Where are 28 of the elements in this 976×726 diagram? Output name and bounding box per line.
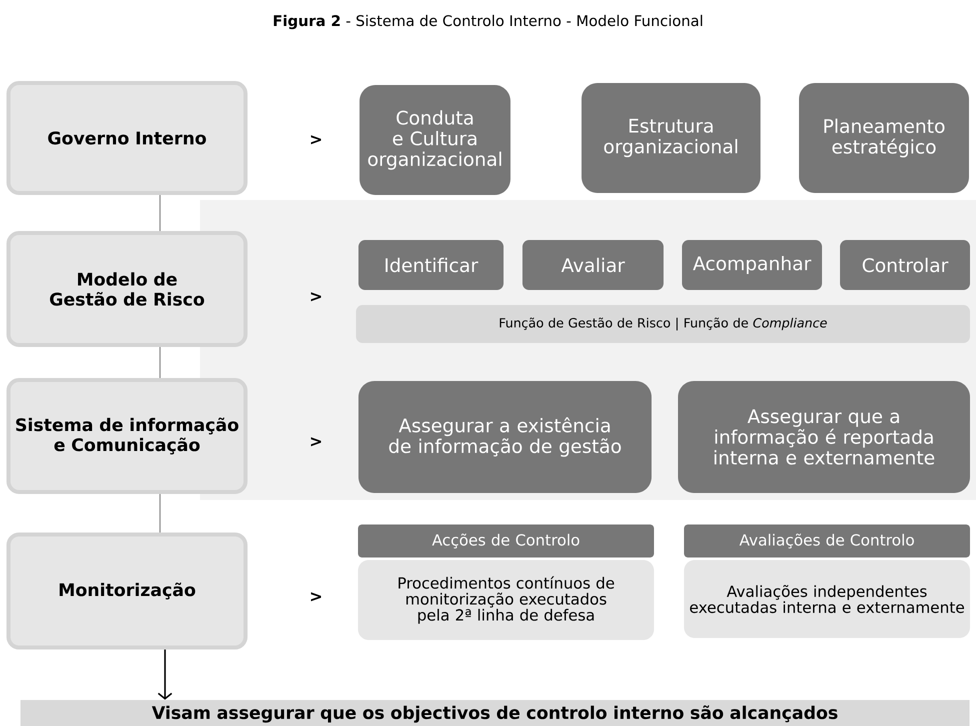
- connector: [159, 347, 161, 378]
- process-box: Planeamento estratégico: [799, 83, 969, 193]
- connector: [158, 650, 172, 700]
- header-bar: Avaliações de Controlo: [684, 524, 970, 558]
- chevron-label: >: [311, 592, 321, 602]
- stage-box: Sistema de informação e Comunicação: [6, 378, 248, 494]
- process-box: Conduta e Cultura organizacional: [360, 85, 510, 195]
- process-box: Avaliar: [522, 240, 664, 290]
- process-box: Estrutura organizacional: [582, 83, 760, 193]
- chevron-label: >: [311, 135, 321, 144]
- process-box: Acompanhar: [682, 240, 822, 290]
- connector: [159, 494, 161, 532]
- process-box: Assegurar que a informação é reportada interna e externamente: [678, 381, 970, 493]
- stage-box: Governo Interno: [6, 81, 248, 195]
- process-box: Assegurar a existência de informação de gestão: [358, 381, 652, 493]
- stage-box: Monitorização: [6, 532, 248, 650]
- process-box: Controlar: [840, 240, 970, 290]
- description-box: Procedimentos contínuos de monitorização executados pela 2ª linha de defesa: [358, 560, 654, 640]
- header-bar: Acções de Controlo: [358, 524, 654, 558]
- process-box: Identificar: [358, 240, 504, 290]
- chevron-label: >: [311, 437, 321, 446]
- figure-title: Figura 2 - Sistema de Controlo Interno - Modelo Funcional: [274, 14, 702, 30]
- function-bar: Função de Gestão de Risco | Função de Compliance: [356, 305, 970, 343]
- outcome-bar: Visam assegurar que os objectivos de controlo interno são alcançados: [20, 700, 970, 726]
- connector: [159, 195, 161, 231]
- stage-box: Modelo de Gestão de Risco: [6, 231, 248, 347]
- chevron-label: >: [311, 292, 321, 302]
- description-box: Avaliações independentes executadas interna e externamente: [684, 560, 970, 638]
